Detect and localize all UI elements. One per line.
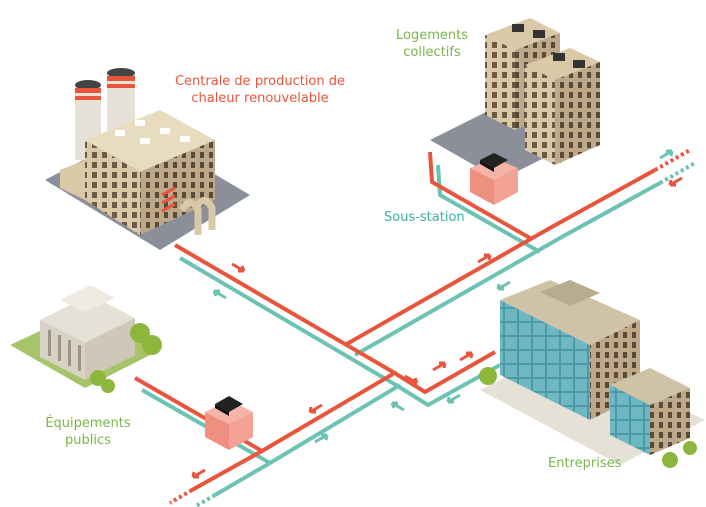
return-pipe-trunk (394, 363, 501, 407)
housing-label: Logements collectifs (396, 28, 468, 60)
substation-public (205, 396, 253, 450)
return-pipe-sw (213, 461, 272, 497)
substation-label: Sous-station (384, 210, 465, 225)
supply-pipe-main-ne (344, 168, 656, 347)
supply-pipe-trunk (391, 350, 496, 394)
supply-pipe-sw (191, 449, 263, 492)
housing-tower-2 (525, 48, 600, 165)
pipe-network (134, 148, 696, 507)
public-building (10, 285, 162, 393)
company-buildings (479, 280, 705, 468)
substation-housing (470, 153, 518, 205)
return-pipe-main-ne (354, 181, 661, 357)
return-pipe-public (141, 383, 402, 465)
plant-label: Centrale de production de chaleur renouv… (174, 74, 346, 106)
supply-pipe-housing (428, 151, 531, 240)
companies-label: Entreprises (548, 456, 622, 471)
public-facilities-label: Équipements publics (45, 416, 131, 448)
return-pipe-housing (436, 164, 541, 254)
return-pipe-plant (178, 256, 398, 387)
supply-pipe-plant (173, 243, 395, 374)
plant-building (45, 68, 250, 250)
housing-buildings (430, 18, 600, 180)
flow-arrows (191, 149, 683, 479)
